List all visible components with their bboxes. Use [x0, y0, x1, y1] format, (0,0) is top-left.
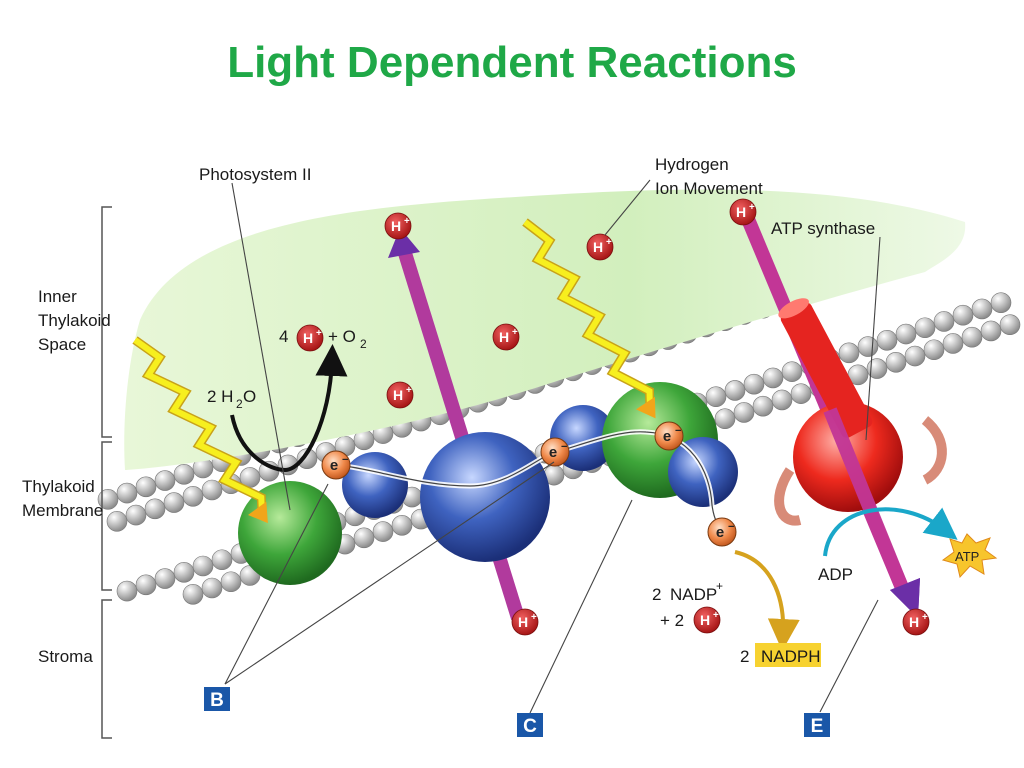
inner-label-line2: Thylakoid: [38, 311, 111, 330]
marker-e: E: [804, 713, 830, 737]
svg-text:−: −: [342, 454, 348, 466]
o-sub: 2: [360, 337, 367, 351]
hydrogen-ion: H+: [296, 324, 324, 352]
plus-two-label: + 2: [660, 611, 684, 630]
light-ray-psi: [522, 218, 656, 419]
svg-text:H: H: [393, 387, 403, 403]
water-split-arrow: [230, 344, 348, 473]
photosystem-label: Photosystem II: [199, 165, 311, 184]
atp-star: [941, 533, 998, 579]
atp-arrow: [823, 507, 958, 557]
thylakoid-label-line2: Membrane: [22, 501, 103, 520]
svg-text:−: −: [675, 425, 681, 437]
nadp-charge: +: [716, 579, 723, 593]
hydrogen-ion: H+: [511, 608, 539, 636]
stroma-label: Stroma: [38, 647, 93, 666]
inner-label-line1: Inner: [38, 287, 77, 306]
svg-text:E: E: [811, 716, 824, 737]
nadph-coef: 2: [740, 647, 749, 666]
hydrogen-label-line2: Ion Movement: [655, 179, 763, 198]
svg-text:+: +: [606, 237, 612, 248]
svg-text:B: B: [210, 690, 224, 711]
cytochrome-complex: [420, 432, 550, 562]
svg-text:e: e: [663, 428, 671, 445]
electron: e−: [321, 450, 351, 480]
svg-text:e: e: [716, 524, 724, 541]
page-title: Light Dependent Reactions: [227, 38, 797, 87]
atp-synthase-label: ATP synthase: [771, 219, 875, 238]
hydrogen-ion: H+: [492, 323, 520, 351]
svg-text:−: −: [561, 441, 567, 453]
svg-text:H: H: [700, 612, 710, 628]
light-ray-psii: [132, 336, 268, 524]
leader-lines: [224, 179, 881, 714]
svg-text:+: +: [404, 216, 410, 227]
nadp-label: NADP: [670, 585, 717, 604]
hydrogen-ion: H+: [586, 233, 614, 261]
electron-path-outline: [337, 431, 723, 531]
light-rays: [132, 218, 656, 524]
inner-label-line3: Space: [38, 335, 86, 354]
plus-o-label: + O: [328, 327, 356, 346]
svg-text:+: +: [406, 385, 412, 396]
svg-text:e: e: [549, 444, 557, 461]
nadp-coef: 2: [652, 585, 661, 604]
region-brackets: [101, 206, 112, 739]
svg-text:H: H: [909, 614, 919, 630]
four-label: 4: [279, 327, 288, 346]
svg-text:+: +: [713, 610, 719, 621]
adp-label: ADP: [818, 565, 853, 584]
plastoquinone: [342, 452, 408, 518]
water-sub: 2: [236, 397, 243, 411]
svg-text:H: H: [736, 204, 746, 220]
svg-text:+: +: [922, 612, 928, 623]
svg-text:H: H: [303, 330, 313, 346]
svg-text:H: H: [499, 329, 509, 345]
marker-b: B: [204, 687, 230, 711]
svg-text:e: e: [330, 457, 338, 474]
electron: e−: [707, 517, 737, 547]
hydrogen-ions: H+H+H+H+H+H+H+H+H+: [296, 198, 930, 636]
electrons: e−e−e−e−: [321, 421, 737, 547]
svg-text:−: −: [728, 521, 734, 533]
svg-text:H: H: [518, 614, 528, 630]
thylakoid-label-line1: Thylakoid: [22, 477, 95, 496]
svg-text:C: C: [523, 716, 537, 737]
nadph-box: [755, 643, 821, 667]
hydrogen-ion: H+: [693, 606, 721, 634]
hydrogen-ion: H+: [386, 381, 414, 409]
svg-text:H: H: [593, 239, 603, 255]
hydrogen-ion: H+: [384, 212, 412, 240]
marker-c: C: [517, 713, 543, 737]
svg-text:+: +: [316, 328, 322, 339]
water-coef: 2 H: [207, 387, 233, 406]
nadph-arrow: [734, 550, 800, 651]
electron: e−: [654, 421, 684, 451]
inner-thylakoid-space: [124, 189, 966, 470]
water-o: O: [243, 387, 256, 406]
svg-text:H: H: [391, 218, 401, 234]
atp-label: ATP: [955, 549, 979, 564]
hydrogen-label-line1: Hydrogen: [655, 155, 729, 174]
svg-text:+: +: [749, 202, 755, 213]
nadph-label: NADPH: [761, 647, 821, 666]
electron: e−: [540, 437, 570, 467]
svg-text:+: +: [531, 612, 537, 623]
svg-text:+: +: [512, 327, 518, 338]
hydrogen-ion: H+: [729, 198, 757, 226]
hydrogen-ion: H+: [902, 608, 930, 636]
